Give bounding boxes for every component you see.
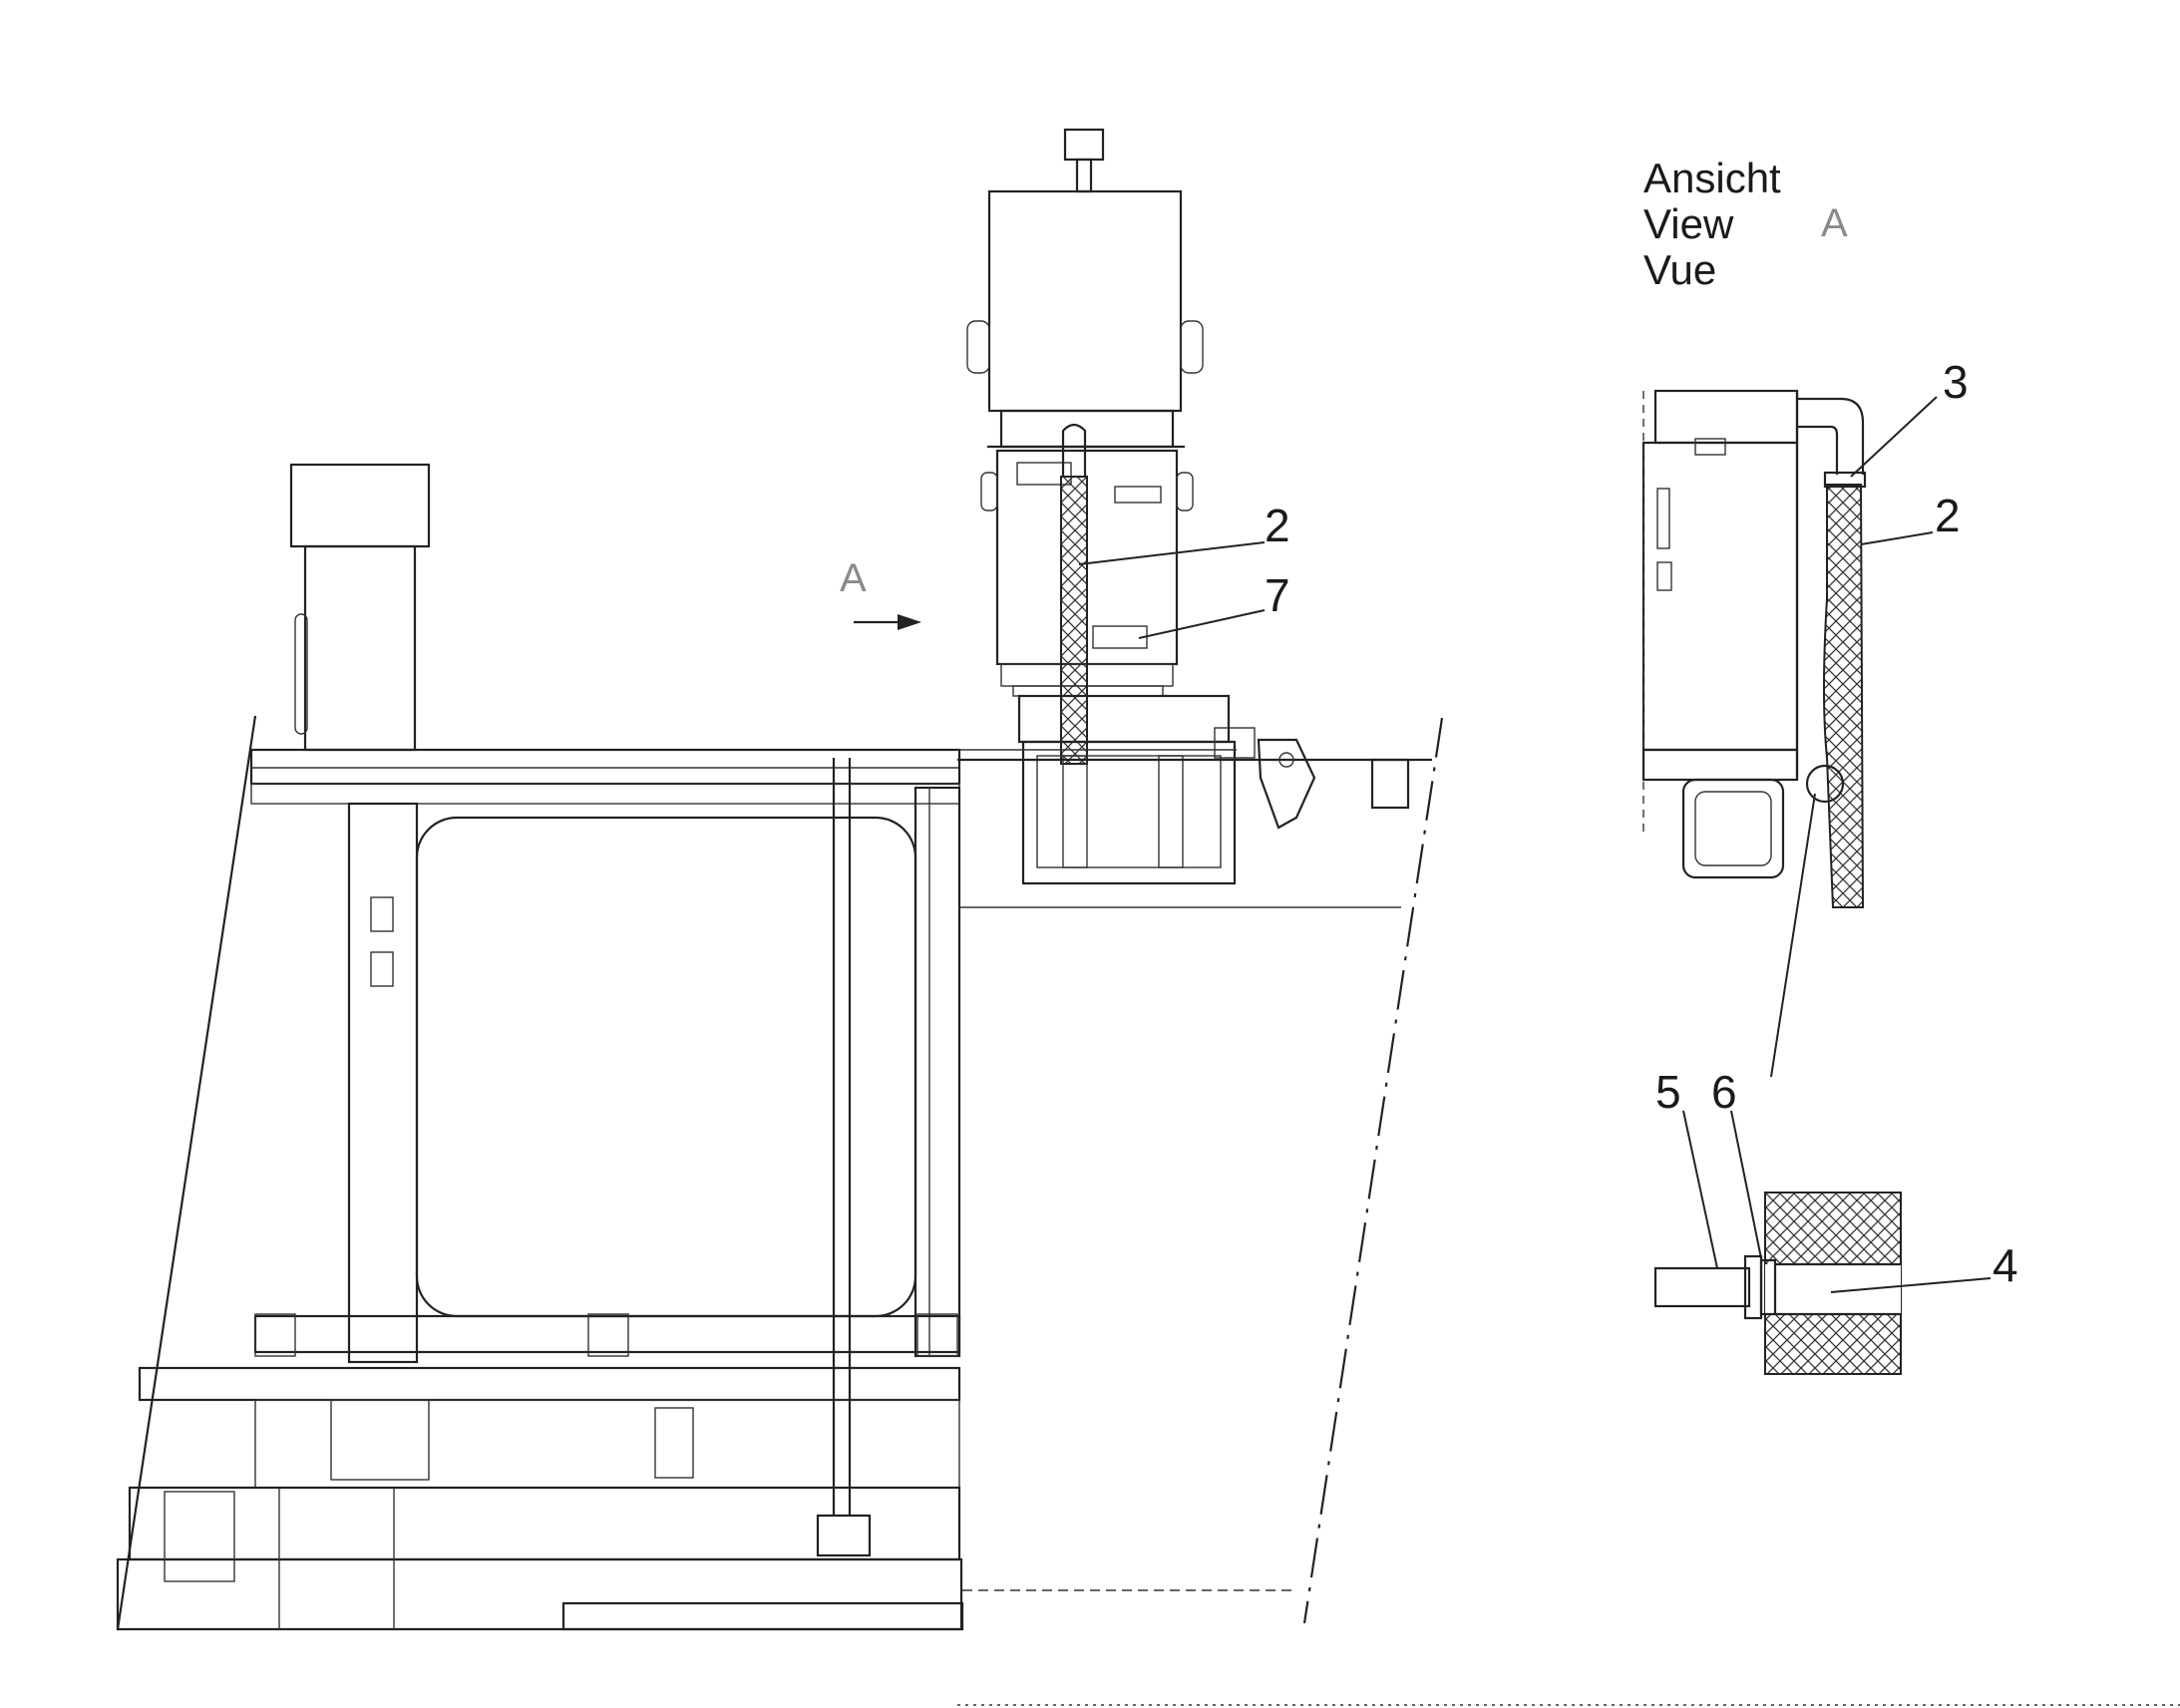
view-arrow-letter: A xyxy=(840,556,867,600)
view-caption-line-3: Vue xyxy=(1643,246,1717,293)
view-a-arrow xyxy=(854,614,921,630)
callout-2-main: 2 xyxy=(1265,500,1290,551)
callout-4-section: 4 xyxy=(1993,1239,2018,1291)
hose xyxy=(1060,476,1088,765)
callout-7-main: 7 xyxy=(1265,569,1290,621)
machine-frame xyxy=(116,463,1444,1631)
housing-unit xyxy=(957,128,1432,885)
leader-line-7 xyxy=(1138,609,1266,639)
view-caption-line-2: View xyxy=(1643,200,1734,247)
leader-line-2 xyxy=(1078,541,1266,565)
view-caption-letter: A xyxy=(1821,201,1848,245)
callout-5-section: 5 xyxy=(1655,1066,1681,1118)
view-caption-line-1: Ansicht xyxy=(1643,155,1781,201)
hose-detail xyxy=(1823,484,1865,908)
callout-2-detail: 2 xyxy=(1935,490,1961,541)
callout-3-detail: 3 xyxy=(1943,356,1969,408)
callout-6-section: 6 xyxy=(1711,1066,1737,1118)
section-detail xyxy=(1653,1110,1992,1375)
detail-view-a xyxy=(1641,389,1938,1078)
